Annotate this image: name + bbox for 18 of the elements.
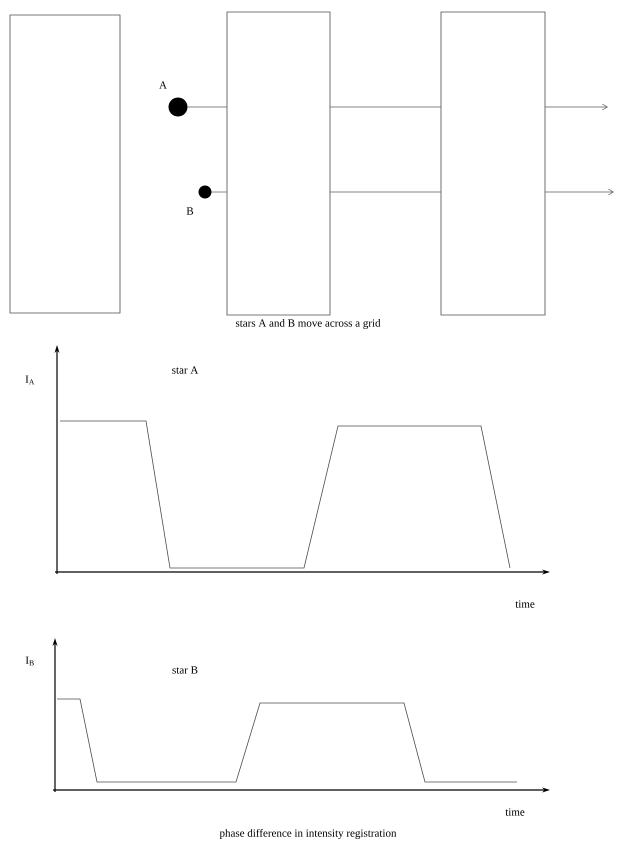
grid-bar [440, 12, 546, 316]
connector-line [187, 106, 227, 108]
curve-label: star B [172, 666, 198, 674]
curve-label: star A [172, 366, 198, 374]
axis-label: I$_{B}$ [26, 656, 34, 666]
connector-line [330, 106, 441, 108]
caption: phase difference in intensity registration [220, 828, 396, 840]
axis-label: time [505, 808, 524, 816]
axis-label: I$_{A}$ [26, 376, 34, 384]
axis-label: time [515, 600, 534, 608]
star-dot [168, 98, 188, 116]
star-dot [198, 186, 212, 198]
connector-line [545, 104, 608, 110]
connector-line [545, 188, 614, 196]
grid-bar [226, 12, 330, 316]
grid-bar [10, 14, 120, 314]
star-label: B [186, 207, 194, 215]
star-label: A [159, 81, 167, 89]
